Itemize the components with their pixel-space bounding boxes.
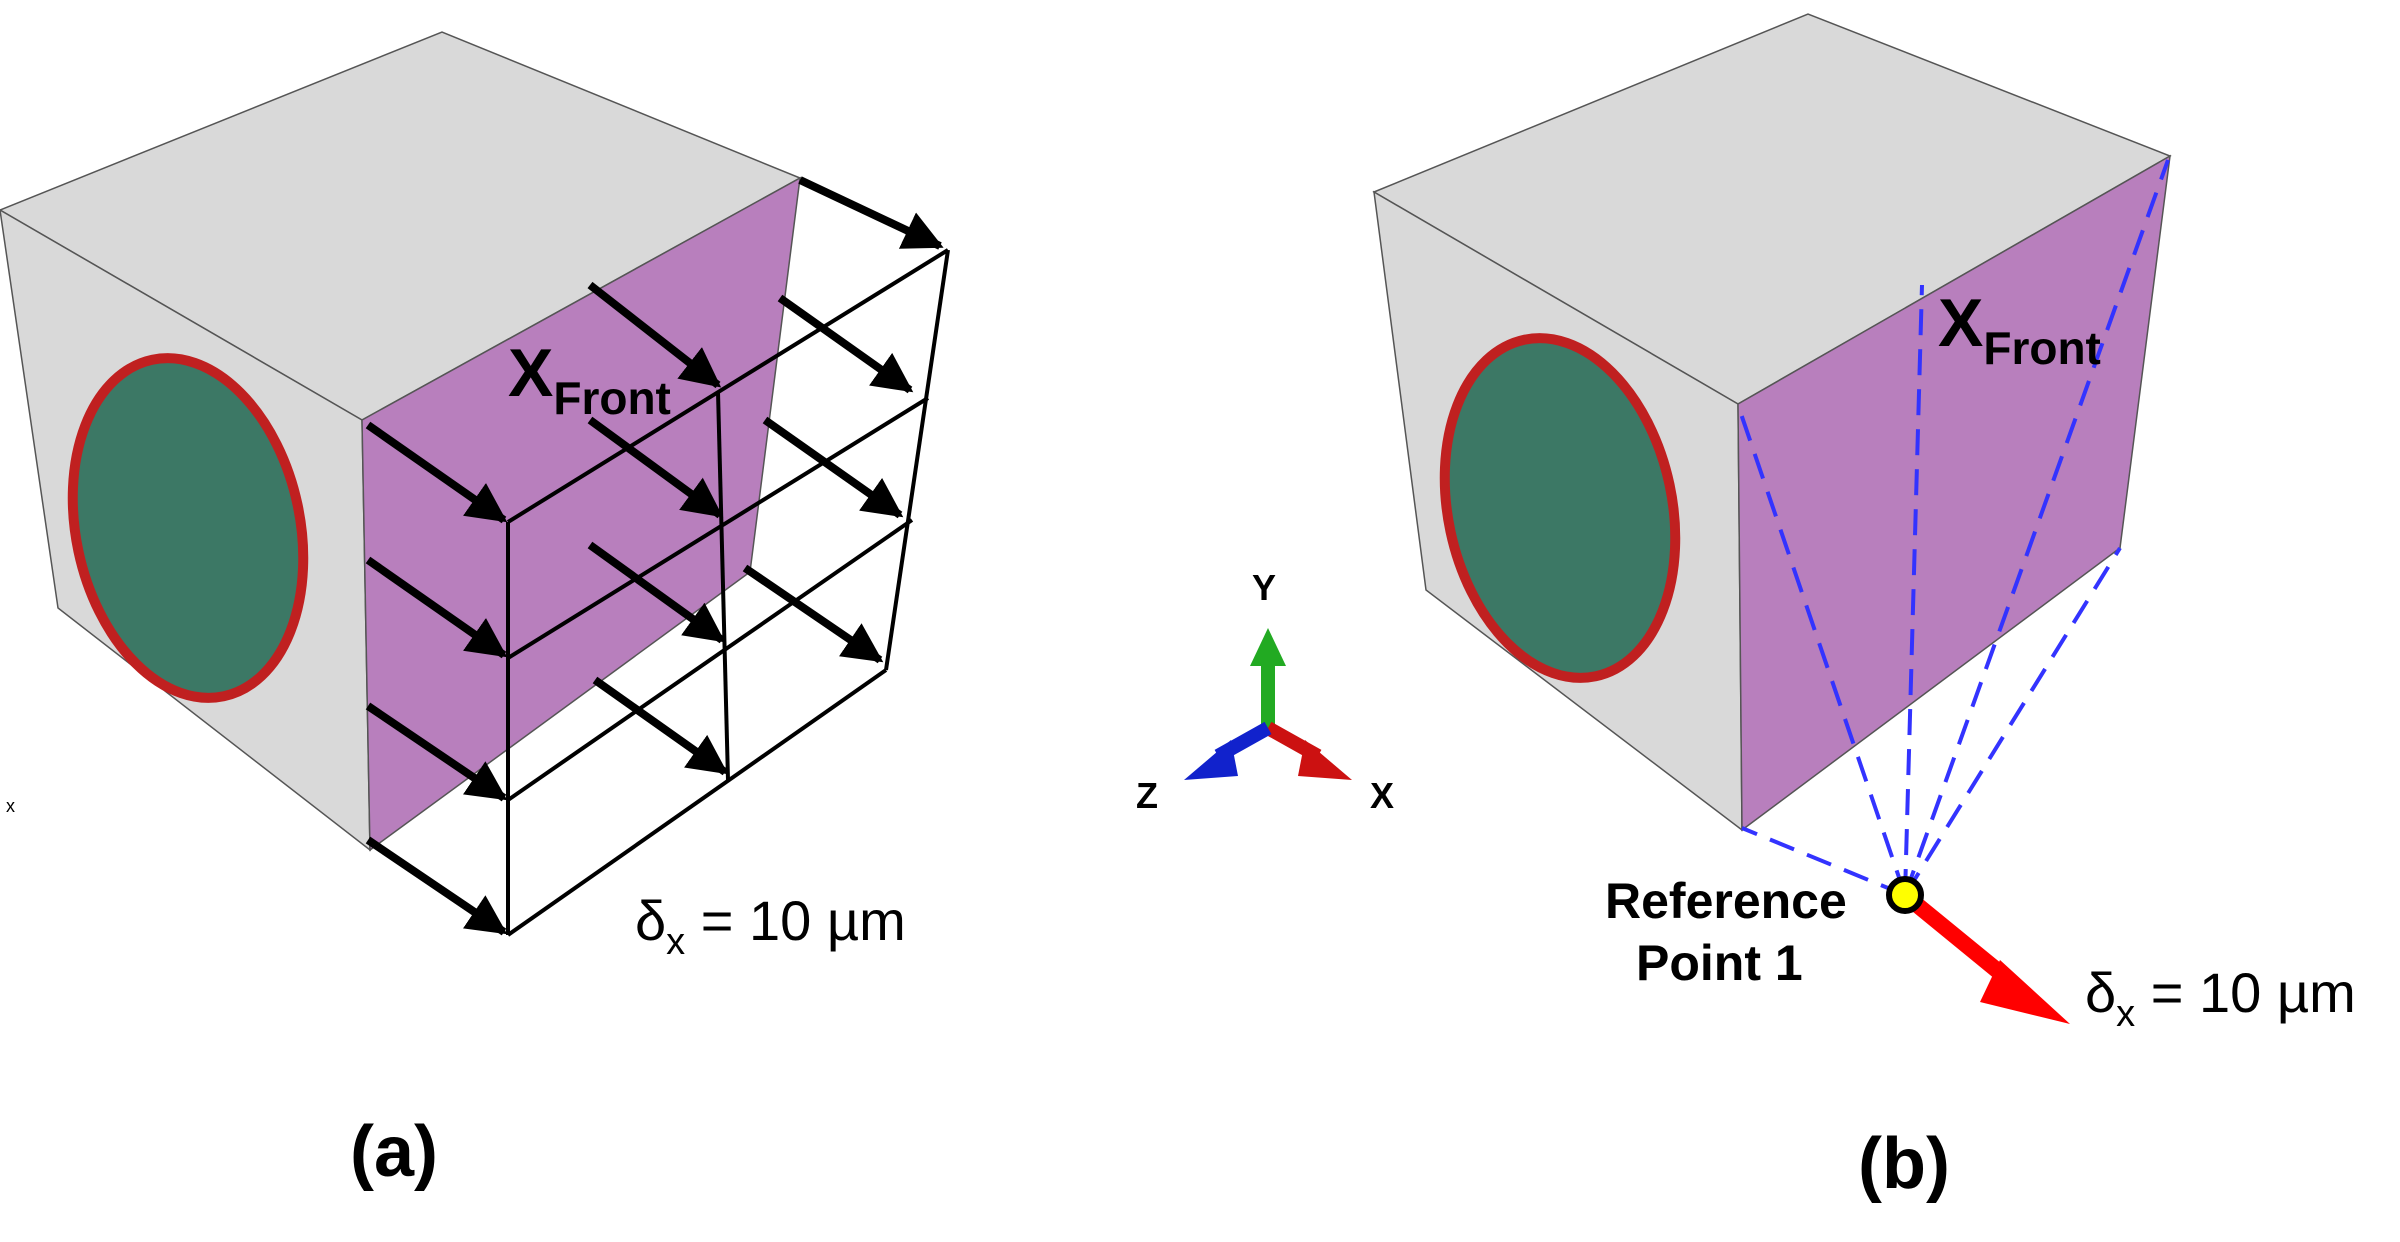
axis-x-label: X xyxy=(1370,775,1394,816)
arrow-a-9 xyxy=(798,176,944,250)
displacement-a-value: = 10 µm xyxy=(685,889,906,952)
arrow-a-11 xyxy=(762,416,904,519)
displacement-a-sub: x xyxy=(666,921,685,963)
ref-point-label-line2: Point 1 xyxy=(1636,935,1803,991)
coupling-lines-b xyxy=(1736,159,2170,897)
face-label-a: XFront xyxy=(508,335,671,424)
face-label-b-sub: Front xyxy=(1983,322,2101,374)
displaced-grid-a xyxy=(506,248,950,937)
axis-y-label: Y xyxy=(1252,567,1276,608)
arrow-a-3 xyxy=(365,702,508,802)
caption-a: (a) xyxy=(350,1112,438,1192)
displacement-b-symbol: δ xyxy=(2085,961,2116,1024)
face-label-a-main: X xyxy=(508,335,553,411)
axis-x-head xyxy=(1298,740,1352,780)
face-label-a-sub: Front xyxy=(553,372,671,424)
reference-point-1 xyxy=(1886,876,1924,914)
ref-point-label-line1: Reference xyxy=(1605,873,1847,929)
arrow-a-12 xyxy=(742,564,884,664)
cube-a xyxy=(0,31,802,852)
arrow-a-5 xyxy=(587,281,722,389)
displacement-arrow-b-head xyxy=(1980,960,2070,1024)
displacement-a-symbol: δ xyxy=(635,889,666,952)
arrow-a-2 xyxy=(365,556,508,659)
displacement-label-a: δx = 10 µm xyxy=(635,889,906,963)
arrow-a-6 xyxy=(587,416,724,519)
face-label-b-main: X xyxy=(1938,285,1983,361)
displacement-b-sub: x xyxy=(2116,993,2135,1035)
arrow-a-10 xyxy=(777,294,914,394)
cube-b xyxy=(1372,13,2172,832)
panel-b: XFront Reference Point 1 δx = 10 µm (b) xyxy=(1372,13,2356,1204)
displacement-label-b: δx = 10 µm xyxy=(2085,961,2356,1035)
axes-triad: Y X Z xyxy=(1136,567,1394,816)
arrow-a-4 xyxy=(365,836,508,936)
panel-a: XFront δx = 10 µm x (a) xyxy=(0,31,950,1192)
axis-z-head xyxy=(1184,740,1238,780)
arrow-a-1 xyxy=(365,421,508,524)
fiber-b xyxy=(1439,333,1681,683)
arrow-a-8 xyxy=(592,676,729,776)
displacement-arrows-a xyxy=(365,176,944,936)
face-label-b: XFront xyxy=(1938,285,2101,374)
arrow-a-7 xyxy=(587,541,726,644)
axis-y-head xyxy=(1250,628,1286,666)
axis-z-label: Z xyxy=(1136,775,1158,816)
displacement-b-value: = 10 µm xyxy=(2135,961,2356,1024)
fiber-a xyxy=(67,353,309,703)
stray-mark: x xyxy=(6,796,15,816)
caption-b: (b) xyxy=(1858,1124,1950,1204)
